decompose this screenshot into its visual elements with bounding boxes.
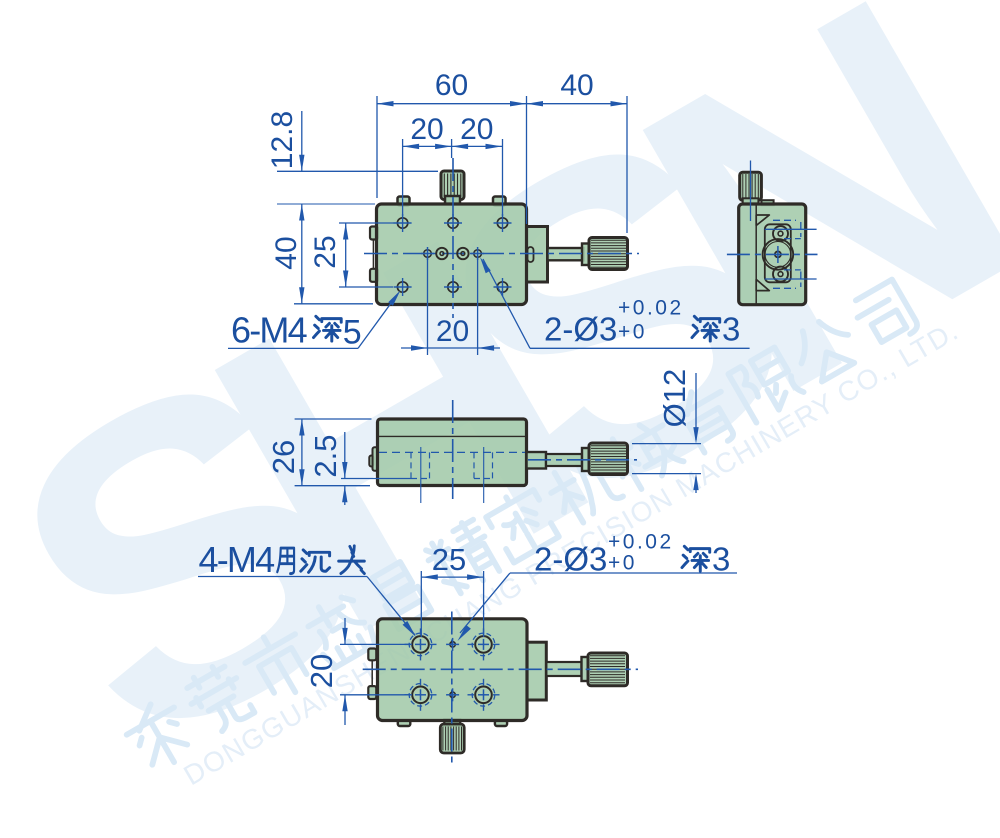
svg-text:2-Ø3: 2-Ø3: [534, 541, 607, 578]
svg-text:2.5: 2.5: [308, 434, 343, 477]
svg-text:2-Ø3: 2-Ø3: [544, 311, 617, 348]
svg-text:20: 20: [436, 315, 469, 348]
svg-text:26: 26: [266, 440, 301, 474]
svg-text:3: 3: [722, 311, 740, 348]
svg-text:+0.02: +0.02: [608, 531, 674, 554]
svg-text:12.8: 12.8: [266, 111, 299, 169]
svg-text:20: 20: [460, 113, 493, 146]
svg-text:+0: +0: [608, 552, 637, 575]
svg-text:25: 25: [309, 235, 342, 268]
svg-text:4-M4: 4-M4: [199, 539, 275, 580]
svg-text:60: 60: [435, 69, 468, 102]
svg-text:+0.02: +0.02: [618, 297, 684, 320]
svg-text:3: 3: [712, 541, 730, 578]
svg-text:40: 40: [270, 236, 303, 269]
svg-text:5: 5: [343, 314, 362, 352]
svg-text:25: 25: [432, 542, 466, 577]
svg-text:+0: +0: [618, 321, 647, 344]
svg-text:20: 20: [410, 113, 443, 146]
svg-text:20: 20: [304, 654, 339, 688]
svg-text:Ø12: Ø12: [657, 369, 692, 428]
svg-text:6-M4: 6-M4: [231, 310, 307, 351]
svg-text:40: 40: [560, 69, 593, 102]
